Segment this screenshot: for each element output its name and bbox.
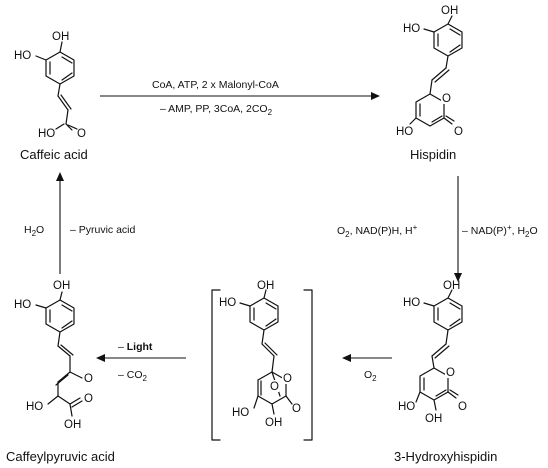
3-hydroxyhispidin-carbonyl-o: O (458, 401, 467, 413)
left-arrow-water: H2O (24, 224, 44, 238)
intermediate-o2-backdrop (269, 380, 279, 392)
intermediate-ho-left: HO (219, 297, 236, 309)
intermediate-o1: O (283, 373, 292, 385)
3-hydroxyhispidin-ring-o-backdrop (445, 366, 455, 378)
3-hydroxyhispidin-label: 3-Hydroxyhispidin (394, 449, 497, 464)
3-hydroxyhispidin-oh: OH (425, 413, 442, 425)
hispidin-label: Hispidin (410, 147, 456, 162)
caffeylpyruvic-acid-ho: HO (26, 401, 43, 413)
3-hydroxyhispidin-ring-o: O (446, 367, 455, 379)
caffeic-acid-structure (35, 41, 78, 131)
hispidin-ring-o: O (442, 93, 451, 105)
intermediate-oh-top: OH (257, 280, 274, 292)
intermediate-brackets (211, 289, 313, 441)
3-hydroxyhispidin-structure (415, 289, 463, 411)
hispidin-carbonyl-o: O (454, 126, 463, 138)
3-hydroxyhispidin-ho-left: HO (403, 297, 420, 309)
caffeic-acid-ho-left: HO (14, 50, 31, 62)
hispidin-oh-top: OH (441, 5, 458, 17)
3-hydroxyhispidin-ho: HO (398, 401, 415, 413)
intermediate-structure (239, 289, 293, 415)
light-reaction-arrow (96, 354, 186, 362)
right-arrow-byproducts: – NAD(P)+, H2O (462, 223, 538, 239)
hispidin-ho-ring: HO (396, 126, 413, 138)
right-arrow-reagents: O2, NAD(P)H, H+ (337, 223, 418, 239)
caffeic-acid-label: Caffeic acid (20, 147, 88, 162)
caffeic-acid-ho: HO (38, 128, 55, 140)
hispidin-structure (409, 15, 463, 127)
light-arrow-byproduct: – CO2 (118, 369, 148, 383)
hispidin-ho-left: HO (403, 23, 420, 35)
bottom-reaction-arrow (342, 354, 392, 362)
top-arrow-byproducts: – AMP, PP, 3CoA, 2CO2 (160, 103, 273, 117)
intermediate-oh: OH (265, 417, 282, 429)
left-reaction-arrow (56, 172, 64, 274)
hispidin-ring-o-backdrop (441, 92, 451, 104)
caffeylpyruvic-acid-oh-top: OH (53, 280, 70, 292)
caffeylpyruvic-acid-ho-left: HO (14, 299, 31, 311)
caffeic-acid-carbonyl-o: O (77, 128, 86, 140)
top-arrow-reagents: CoA, ATP, 2 x Malonyl-CoA (152, 79, 279, 91)
caffeylpyruvic-acid-label: Caffeylpyruvic acid (6, 449, 115, 464)
intermediate-o2: O (270, 381, 279, 393)
3-hydroxyhispidin-oh-top: OH (443, 280, 460, 292)
caffeic-acid-oh-top: OH (52, 31, 69, 43)
bottom-arrow-reagent: O2 (364, 369, 377, 383)
caffeylpyruvic-acid-structure (35, 291, 83, 417)
caffeylpyruvic-acid-ketone-o: O (84, 373, 93, 385)
intermediate-o3: O (292, 403, 301, 415)
top-reaction-arrow (100, 92, 380, 100)
caffeylpyruvic-acid-acid-o: O (84, 393, 93, 405)
intermediate-o1-backdrop (282, 372, 292, 384)
caffeylpyruvic-acid-acid-oh: OH (64, 419, 81, 431)
light-arrow-condition: – Light (118, 341, 153, 353)
intermediate-ho: HO (232, 407, 249, 419)
right-reaction-arrow (454, 176, 462, 282)
left-arrow-byproduct: – Pyruvic acid (70, 224, 136, 236)
